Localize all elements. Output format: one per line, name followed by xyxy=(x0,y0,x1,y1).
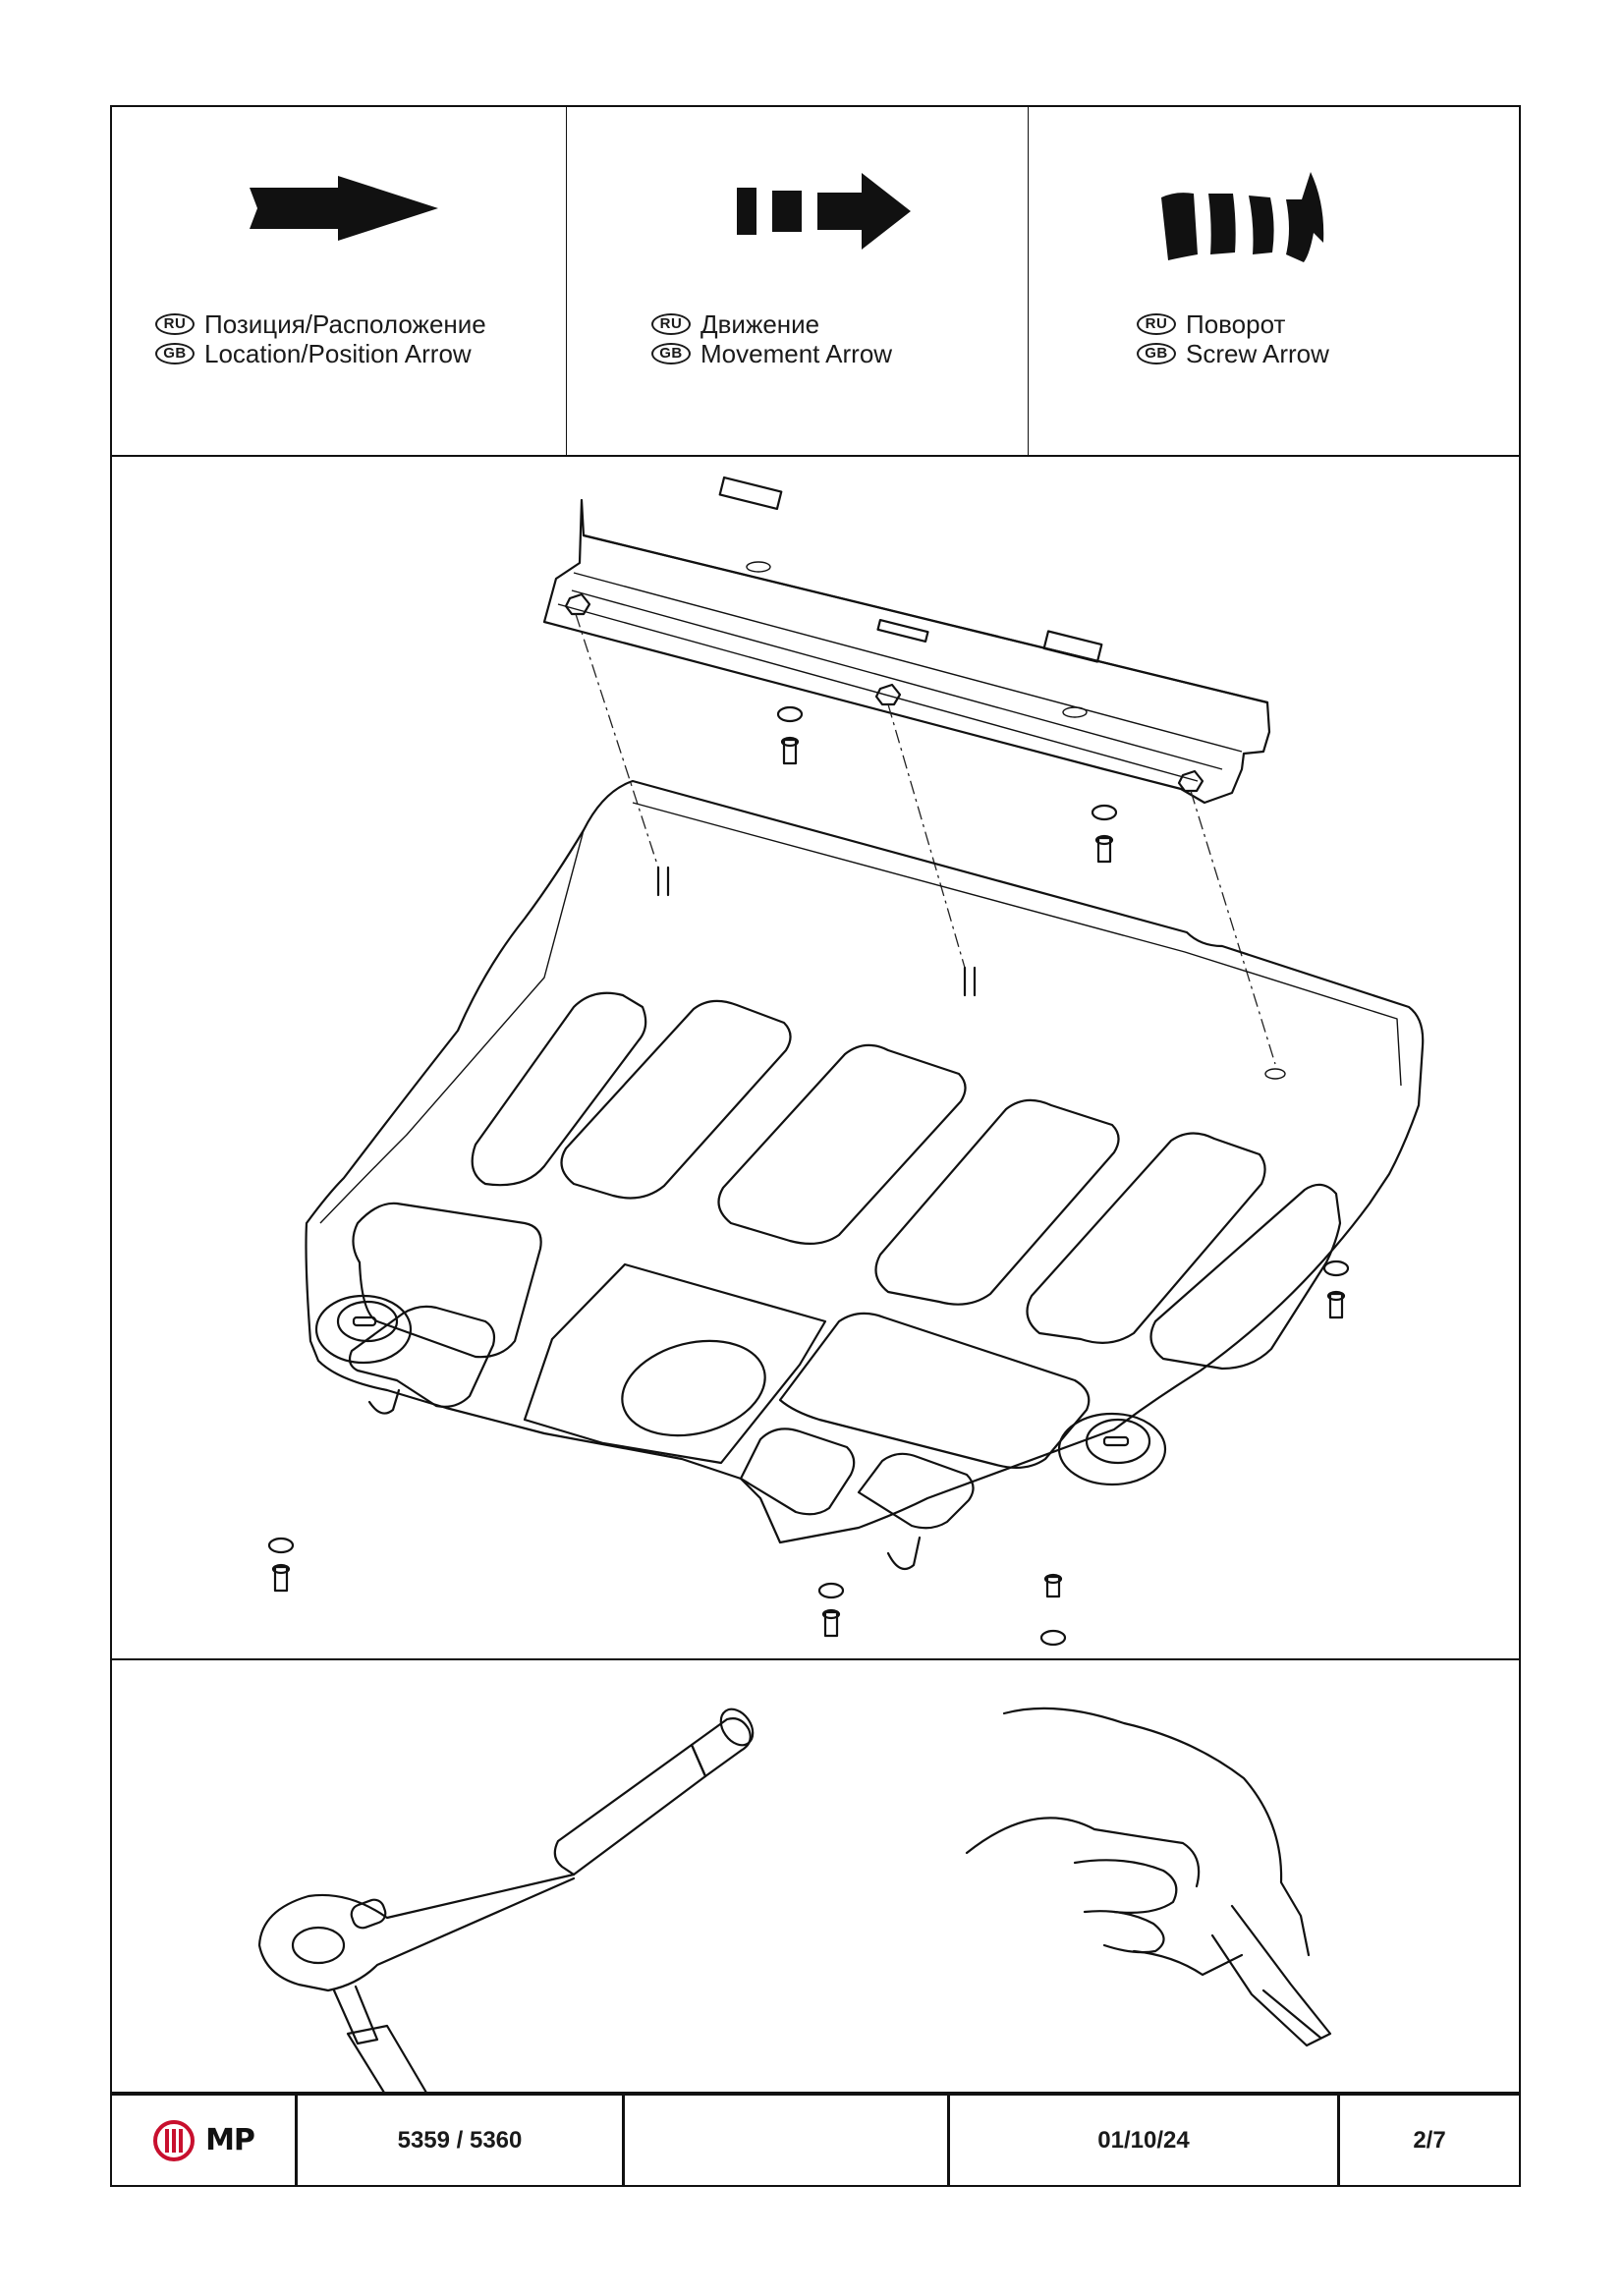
legend-caption: RU Поворот GB Screw Arrow xyxy=(1029,309,1519,368)
blank-cell xyxy=(625,2096,950,2185)
bolt xyxy=(1091,804,1118,864)
mounting-bracket xyxy=(542,476,1271,805)
gb-badge: GB xyxy=(155,343,195,364)
logo-text: MP xyxy=(205,2123,255,2157)
ru-text: Движение xyxy=(700,309,820,339)
legend-cell-screw: RU Поворот GB Screw Arrow xyxy=(1029,107,1519,455)
bolt xyxy=(1322,1260,1350,1319)
assembly-diagram xyxy=(112,457,1519,1660)
gb-badge: GB xyxy=(1137,343,1176,364)
bolt xyxy=(267,1537,295,1593)
bolt xyxy=(776,705,804,765)
legend-cell-location: RU Позиция/Расположение GB Location/Positi… xyxy=(112,107,567,455)
gb-text: Screw Arrow xyxy=(1186,339,1329,368)
gb-text: Location/Position Arrow xyxy=(204,339,472,368)
skid-plate xyxy=(305,779,1425,1571)
revision-date: 01/10/24 xyxy=(950,2096,1340,2185)
ru-text: Позиция/Расположение xyxy=(204,309,486,339)
ru-badge: RU xyxy=(1137,313,1176,335)
movement-arrow-icon xyxy=(567,137,1028,284)
screw-arrow-icon xyxy=(1029,137,1519,284)
page-number: 2/7 xyxy=(1413,2126,1446,2154)
brand-logo: MP xyxy=(112,2096,298,2185)
legend-caption: RU Движение GB Movement Arrow xyxy=(567,309,1028,368)
ru-badge: RU xyxy=(651,313,691,335)
gb-badge: GB xyxy=(651,343,691,364)
ru-text: Поворот xyxy=(1186,309,1286,339)
location-arrow-icon xyxy=(112,137,566,284)
model-number: 5359 / 5360 xyxy=(298,2096,625,2185)
ratchet-wrench-icon xyxy=(257,1708,755,2096)
legend-cell-movement: RU Движение GB Movement Arrow xyxy=(567,107,1029,455)
title-block: MP 5359 / 5360 01/10/24 2/7 xyxy=(112,2092,1519,2185)
utility-knife-icon xyxy=(965,1707,1332,2047)
ru-badge: RU xyxy=(155,313,195,335)
bolt xyxy=(817,1582,845,1638)
arrow-legend: RU Позиция/Расположение GB Location/Positi… xyxy=(112,107,1519,457)
tools-area xyxy=(112,1660,1519,2096)
brand-mark-icon xyxy=(153,2119,196,2161)
instruction-sheet: RU Позиция/Расположение GB Location/Positi… xyxy=(110,105,1521,2187)
legend-caption: RU Позиция/Расположение GB Location/Positi… xyxy=(112,309,566,368)
gb-text: Movement Arrow xyxy=(700,339,893,368)
bolt xyxy=(1039,1573,1067,1647)
